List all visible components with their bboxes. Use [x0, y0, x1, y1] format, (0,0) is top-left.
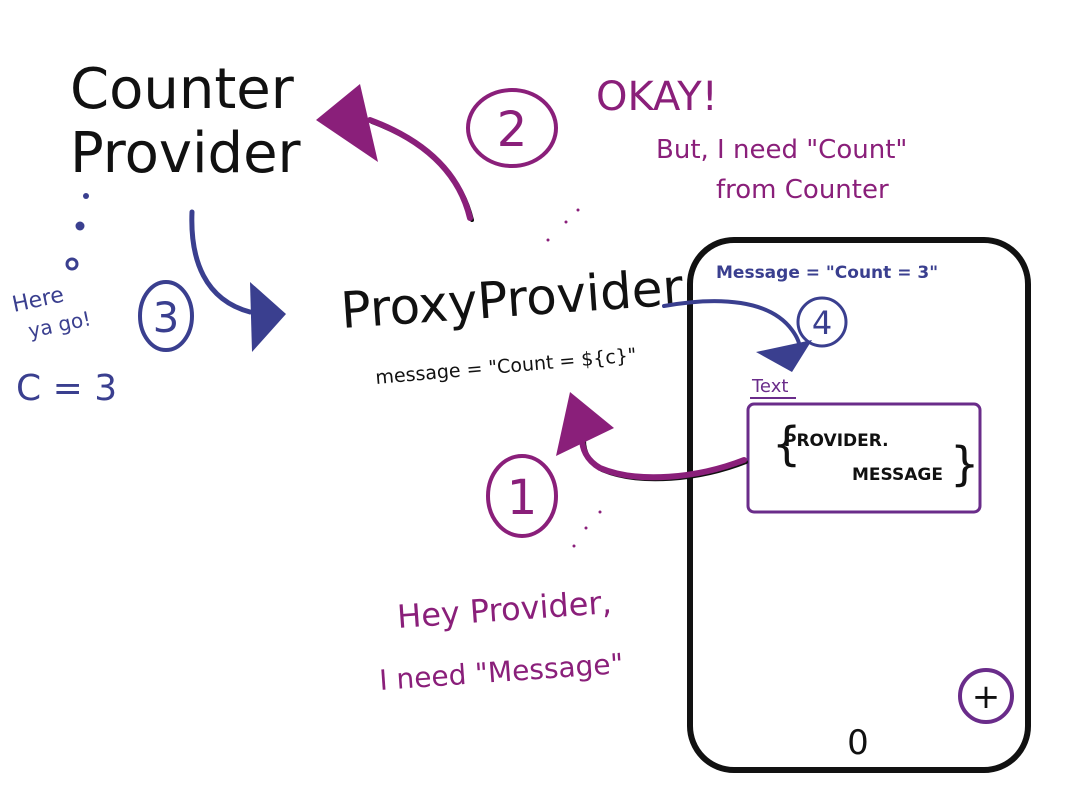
- speck: [546, 238, 550, 242]
- arrow-three-shaft: [189, 209, 253, 315]
- text-widget-box: [746, 402, 982, 514]
- plus-icon[interactable]: +: [972, 677, 1001, 717]
- counter-provider-line1: Counter: [70, 57, 295, 122]
- arrow-three-head: [250, 282, 286, 352]
- step-two-badge: 2: [466, 88, 558, 168]
- step-three-number: 3: [153, 293, 180, 342]
- step-two-line3: from Counter: [716, 175, 889, 205]
- arrow-three: [189, 209, 286, 352]
- proxy-provider-message: message = "Count = ${c}": [375, 344, 638, 389]
- fab-button[interactable]: +: [958, 668, 1014, 724]
- fab-circle[interactable]: [958, 668, 1014, 724]
- step-one-number: 1: [507, 470, 538, 526]
- proxy-provider-title: ProxyProvider: [339, 258, 685, 340]
- arrow-four-head: [756, 340, 812, 372]
- dot: [65, 257, 79, 271]
- counter-provider-node: Counter Provider: [70, 57, 302, 186]
- speck: [564, 220, 568, 224]
- step-two-circle: [466, 88, 558, 168]
- arrow-two-shaft: [367, 117, 473, 221]
- text-widget-close-brace: }: [950, 437, 979, 491]
- phone-message-label: Message = "Count = 3": [716, 263, 938, 283]
- step-two-number: 2: [497, 102, 528, 158]
- speck: [598, 510, 602, 514]
- arrow-two-head: [316, 84, 378, 162]
- arrow-two-shadow: [370, 120, 474, 222]
- text-widget-line2: MESSAGE: [852, 465, 943, 485]
- arrow-one-shaft: [579, 435, 747, 481]
- counter-provider-line2: Provider: [70, 121, 302, 186]
- text-widget-line1: PROVIDER.: [784, 431, 889, 451]
- step-one-badge: 1: [486, 454, 558, 538]
- step-four-circle: [796, 296, 848, 348]
- step-two-line1: OKAY!: [596, 74, 718, 120]
- step-one-line1: Hey Provider,: [396, 583, 613, 636]
- step-four-badge: 4: [796, 296, 848, 348]
- step-three-text: Here ya go! C = 3: [10, 283, 117, 409]
- specks: [546, 208, 602, 548]
- step-three-value: C = 3: [16, 368, 117, 409]
- step-one-text: Hey Provider, I need "Message": [378, 583, 624, 697]
- arrow-four-shaft: [662, 299, 802, 352]
- phone-device: Message = "Count = 3" Text { PROVIDER. M…: [687, 237, 1031, 773]
- step-one-circle: [486, 454, 558, 538]
- dot: [75, 221, 85, 231]
- counter-dots: [65, 193, 89, 271]
- step-one-line2: I need "Message": [378, 647, 624, 697]
- text-widget-open-brace: {: [772, 417, 801, 471]
- arrow-one: [556, 392, 748, 482]
- step-two-text: OKAY! But, I need "Count" from Counter: [596, 74, 907, 205]
- step-three-circle: [138, 280, 194, 352]
- step-two-line2: But, I need "Count": [656, 135, 907, 165]
- speck: [572, 544, 576, 548]
- step-three-badge: 3: [138, 280, 194, 352]
- speck: [584, 526, 588, 530]
- arrow-one-head: [556, 392, 614, 456]
- text-widget-label: Text: [751, 376, 788, 397]
- speck: [576, 208, 580, 212]
- arrow-two: [316, 84, 474, 222]
- arrow-four: [662, 299, 812, 372]
- proxy-provider-node: ProxyProvider message = "Count = ${c}": [339, 258, 685, 389]
- phone-outline: [687, 237, 1031, 773]
- dot: [83, 193, 89, 199]
- step-four-number: 4: [812, 304, 832, 342]
- counter-value-text: 0: [847, 723, 869, 763]
